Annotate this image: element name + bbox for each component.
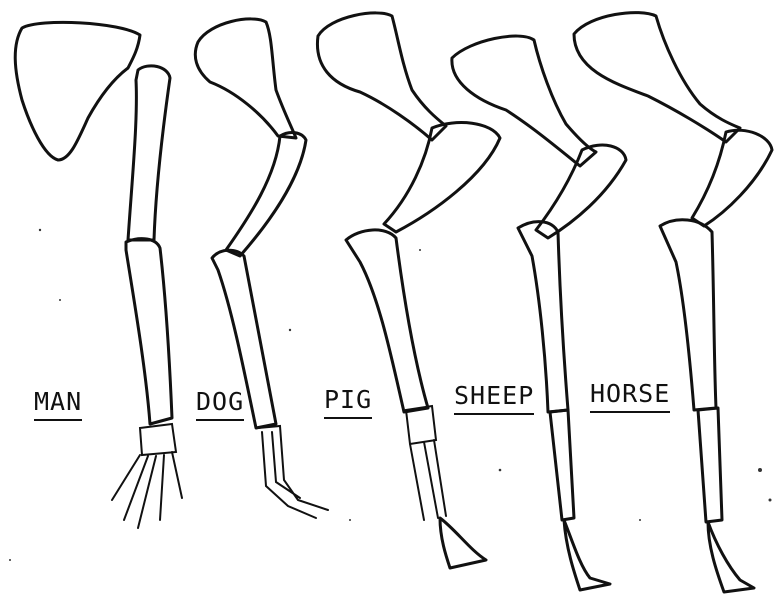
man-scapula xyxy=(15,22,140,160)
dog-scapula xyxy=(195,19,296,138)
man-label-text: MAN xyxy=(34,388,82,421)
pig-label: PIG xyxy=(324,386,372,419)
pig-carpals xyxy=(406,406,446,520)
pig-label-text: PIG xyxy=(324,386,372,419)
horse-hoof xyxy=(708,522,754,592)
man-hand xyxy=(112,424,182,528)
man-limb xyxy=(15,22,182,528)
sheep-hoof xyxy=(564,520,610,590)
dog-label: DOG xyxy=(196,388,244,421)
sheep-scapula xyxy=(452,36,596,166)
horse-label: HORSE xyxy=(590,380,670,413)
pig-hoof xyxy=(440,518,486,568)
horse-cannon xyxy=(698,408,722,522)
dog-limb xyxy=(195,19,328,518)
man-label: MAN xyxy=(34,388,82,421)
pig-humerus xyxy=(384,123,500,232)
pig-limb xyxy=(317,13,500,568)
horse-scapula xyxy=(574,13,740,142)
sheep-label: SHEEP xyxy=(454,382,534,415)
man-humerus xyxy=(128,66,170,240)
sheep-cannon xyxy=(550,410,574,520)
man-forearm xyxy=(126,239,172,424)
dog-paw xyxy=(258,426,328,518)
horse-humerus xyxy=(692,130,772,226)
horse-label-text: HORSE xyxy=(590,380,670,413)
horse-limb xyxy=(574,13,772,592)
dog-humerus xyxy=(226,133,306,256)
sheep-label-text: SHEEP xyxy=(454,382,534,415)
sheep-limb xyxy=(452,36,626,590)
dog-label-text: DOG xyxy=(196,388,244,421)
pig-scapula xyxy=(317,13,446,140)
